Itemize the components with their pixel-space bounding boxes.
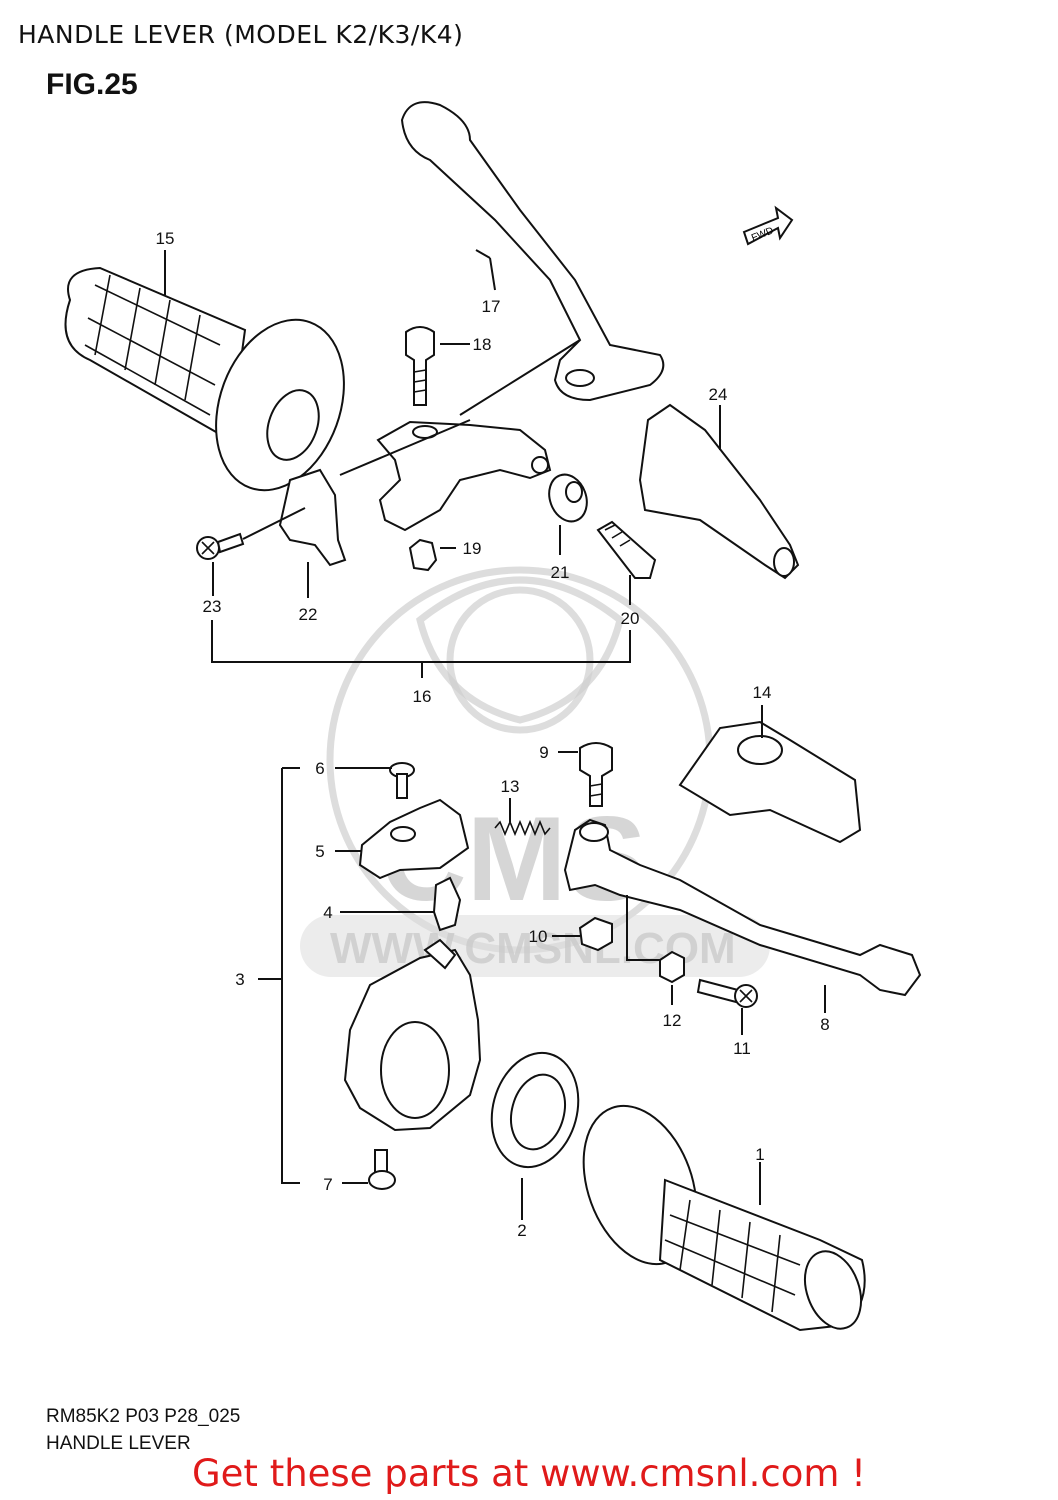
callout-6: 6 [315, 759, 324, 778]
callout-14: 14 [753, 683, 772, 702]
part-12-nut [659, 950, 685, 984]
callout-18: 18 [473, 335, 492, 354]
figure-label: FIG.25 [46, 68, 138, 101]
callout-7: 7 [323, 1175, 332, 1194]
part-11-screw [696, 978, 758, 1008]
callout-17: 17 [482, 297, 501, 316]
callout-16: 16 [413, 687, 432, 706]
part-20-adjuster-bolt [596, 520, 657, 579]
part-16-holder [376, 420, 552, 532]
callout-11: 11 [733, 1039, 751, 1058]
callout-2: 2 [517, 1221, 526, 1240]
part-17-lever [400, 101, 665, 402]
part-14-cover [678, 720, 862, 844]
part-24-cover [638, 403, 800, 580]
callout-21: 21 [551, 563, 570, 582]
callout-20: 20 [621, 609, 640, 628]
part-5-clamp [358, 798, 470, 880]
callout-24: 24 [709, 385, 728, 404]
callout-22: 22 [299, 605, 318, 624]
callout-15: 15 [156, 229, 175, 248]
page-header: HANDLE LEVER (MODEL K2/K3/K4) [18, 20, 464, 49]
callout-9: 9 [539, 743, 548, 762]
callout-1: 1 [755, 1145, 764, 1164]
part-8-lever [563, 818, 922, 997]
part-6-screw [389, 762, 415, 799]
part-1-grip [582, 1104, 866, 1332]
part-15-grip [64, 266, 345, 492]
diagram-caption: HANDLE LEVER [46, 1433, 191, 1454]
part-23-screw [196, 507, 306, 560]
part-9-bolt [579, 742, 613, 807]
callout-10: 10 [529, 927, 548, 946]
callout-23: 23 [203, 597, 222, 616]
part-3-housing [343, 938, 482, 1132]
callout-4: 4 [323, 903, 332, 922]
callout-8: 8 [820, 1015, 829, 1034]
callout-19: 19 [463, 539, 482, 558]
promo-link[interactable]: Get these parts at www.cmsnl.com ! [191, 1452, 866, 1495]
callout-13: 13 [501, 777, 520, 796]
part-13-spring [494, 819, 551, 837]
part-19-nut [408, 538, 438, 572]
callout-12: 12 [663, 1011, 682, 1030]
part-21-adjuster [548, 473, 588, 523]
fwd-arrow-icon: FWD [742, 205, 794, 246]
callout-5: 5 [315, 842, 324, 861]
part-10-nut [578, 916, 613, 952]
part-18-bolt [405, 326, 435, 406]
callout-3: 3 [235, 970, 244, 989]
part-2-ring [490, 1051, 580, 1169]
part-22-clamp [278, 468, 347, 567]
part-7-screw [368, 1149, 396, 1190]
diagram-code: RM85K2 P03 P28_025 [46, 1406, 241, 1427]
